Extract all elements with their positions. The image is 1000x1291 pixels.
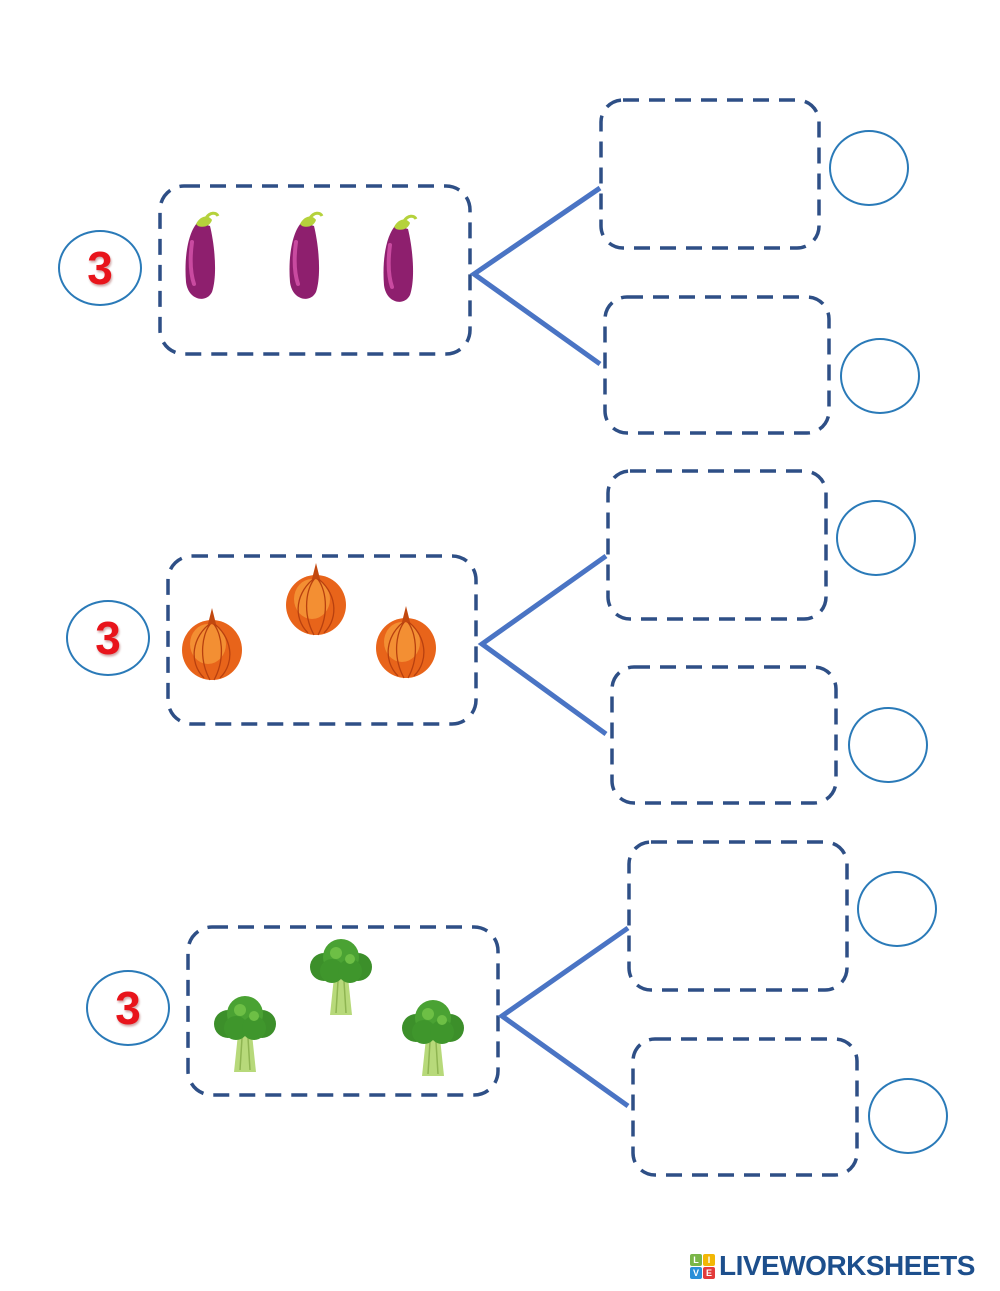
logo-letter: L xyxy=(690,1253,702,1266)
item-box xyxy=(186,925,500,1097)
logo-blocks-icon: L I V E xyxy=(690,1253,715,1279)
total-number: 3 xyxy=(87,242,113,294)
onion-icon xyxy=(285,562,347,636)
total-number-circle: 3 xyxy=(58,230,142,306)
logo-letter: V xyxy=(690,1266,702,1279)
connector-line xyxy=(497,925,630,1109)
answer-box[interactable] xyxy=(603,295,831,435)
answer-circle[interactable] xyxy=(836,500,916,576)
answer-circle[interactable] xyxy=(868,1078,948,1154)
broccoli-icon xyxy=(401,999,465,1077)
answer-box[interactable] xyxy=(606,469,828,621)
logo-text: LIVEWORKSHEETS xyxy=(719,1250,975,1281)
total-number: 3 xyxy=(95,612,121,664)
onion-icon xyxy=(181,607,243,681)
answer-circle[interactable] xyxy=(829,130,909,206)
eggplant-icon xyxy=(287,211,324,301)
logo-letter: E xyxy=(703,1266,715,1279)
total-number-circle: 3 xyxy=(66,600,150,676)
answer-box[interactable] xyxy=(627,840,849,992)
answer-box[interactable] xyxy=(599,98,821,250)
answer-box[interactable] xyxy=(610,665,838,805)
answer-box[interactable] xyxy=(631,1037,859,1177)
connector-line xyxy=(469,185,602,367)
answer-circle[interactable] xyxy=(848,707,928,783)
item-box xyxy=(158,184,472,356)
logo-letter: I xyxy=(703,1253,715,1266)
broccoli-icon xyxy=(213,995,277,1073)
answer-circle[interactable] xyxy=(857,871,937,947)
connector-line xyxy=(477,553,608,737)
answer-circle[interactable] xyxy=(840,338,920,414)
total-number-circle: 3 xyxy=(86,970,170,1046)
eggplant-icon xyxy=(183,211,220,301)
onion-icon xyxy=(375,605,437,679)
total-number: 3 xyxy=(115,982,141,1034)
item-box xyxy=(166,554,478,726)
broccoli-icon xyxy=(309,938,373,1016)
eggplant-icon xyxy=(381,214,418,304)
liveworksheets-logo: L I V E LIVEWORKSHEETS xyxy=(690,1250,975,1282)
